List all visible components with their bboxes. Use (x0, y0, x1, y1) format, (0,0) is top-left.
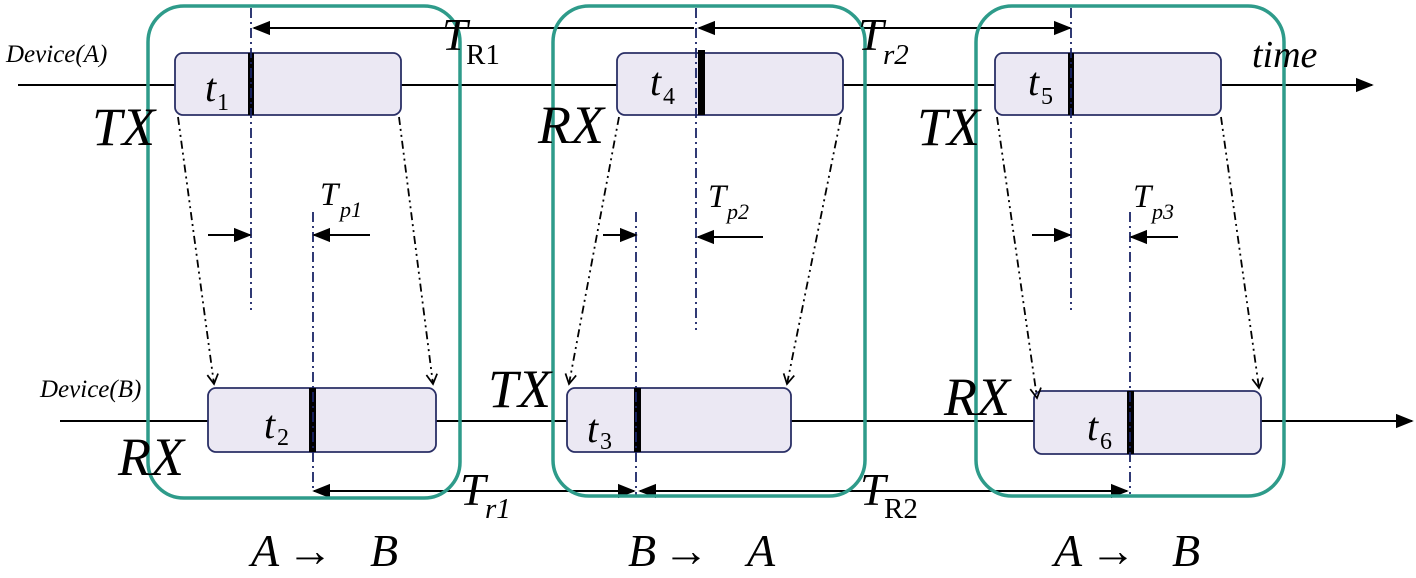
svg-text:p2: p2 (725, 199, 749, 224)
interval-label-TR1: T R1 (442, 9, 500, 71)
svg-text:2: 2 (277, 425, 289, 451)
svg-text:t: t (1028, 59, 1040, 104)
slot-t2: t 2 (264, 402, 289, 451)
slot-t5: t 5 (1028, 59, 1053, 110)
svg-text:t: t (587, 406, 599, 451)
group-a-to-b-2 (974, 4, 1286, 498)
interval-label-Tp3: T p3 (1133, 179, 1174, 224)
svg-text:T: T (708, 179, 729, 215)
direction-b-to-a: B → A (628, 525, 776, 576)
svg-text:t: t (205, 65, 217, 110)
device-a-label: Device(A) (5, 41, 107, 68)
packet-boxes (174, 52, 1262, 455)
svg-text:T: T (460, 464, 489, 515)
transmission-arrows (177, 116, 1264, 400)
svg-text:A: A (248, 525, 280, 576)
svg-text:R1: R1 (466, 39, 500, 71)
svg-text:t: t (264, 402, 276, 447)
svg-text:p1: p1 (338, 197, 362, 222)
interval-label-Tr2: T r2 (858, 9, 909, 71)
svg-text:t: t (650, 59, 662, 104)
role-b2: TX (488, 359, 553, 419)
time-label: time (1252, 34, 1318, 76)
packet-t6 (1033, 390, 1262, 455)
slot-t1: t 1 (205, 65, 229, 116)
svg-text:→: → (1090, 525, 1136, 576)
svg-text:4: 4 (663, 84, 675, 110)
svg-text:T: T (320, 177, 341, 213)
role-b3: RX (943, 367, 1012, 427)
packet-t3 (566, 387, 792, 453)
packet-t2 (207, 387, 437, 453)
role-b1: RX (117, 427, 186, 487)
interval-label-Tp2: T p2 (708, 179, 749, 224)
direction-a-to-b-1: A → B (248, 525, 398, 576)
direction-a-to-b-2: A → B (1051, 525, 1200, 576)
packet-t1 (174, 52, 402, 116)
svg-text:T: T (858, 9, 887, 60)
svg-text:5: 5 (1041, 84, 1053, 110)
interval-arrows (208, 20, 1178, 499)
slot-t3: t 3 (587, 406, 612, 455)
svg-text:→: → (663, 525, 709, 576)
svg-text:B: B (370, 525, 398, 576)
interval-label-Tr1: T r1 (460, 464, 511, 525)
reference-lines (250, 8, 1131, 497)
interval-label-TR2: T R2 (860, 464, 918, 525)
svg-text:T: T (860, 464, 889, 515)
device-b-label: Device(B) (39, 376, 141, 403)
svg-text:3: 3 (600, 429, 612, 455)
role-a3: TX (917, 97, 982, 157)
svg-text:A: A (744, 525, 776, 576)
role-a1: TX (92, 97, 157, 157)
interval-label-Tp1: T p1 (320, 177, 362, 222)
svg-text:p3: p3 (1150, 199, 1174, 224)
svg-text:R2: R2 (884, 493, 918, 525)
svg-text:r2: r2 (883, 39, 909, 71)
role-a2: RX (537, 95, 606, 155)
svg-text:t: t (1087, 404, 1099, 449)
svg-text:1: 1 (217, 90, 229, 116)
svg-text:→: → (287, 525, 333, 576)
svg-text:T: T (442, 9, 471, 60)
svg-text:A: A (1051, 525, 1083, 576)
svg-text:T: T (1133, 179, 1154, 215)
group-b-to-a (551, 4, 867, 498)
slot-t4: t 4 (650, 59, 675, 110)
packet-t4 (616, 52, 844, 116)
packet-t5 (994, 52, 1222, 116)
svg-text:B: B (628, 525, 656, 576)
svg-text:r1: r1 (485, 493, 511, 525)
svg-text:B: B (1172, 525, 1200, 576)
exchange-groups (146, 4, 1286, 500)
slot-t6: t 6 (1087, 404, 1112, 455)
group-a-to-b-1 (146, 4, 462, 500)
svg-text:6: 6 (1100, 429, 1112, 455)
